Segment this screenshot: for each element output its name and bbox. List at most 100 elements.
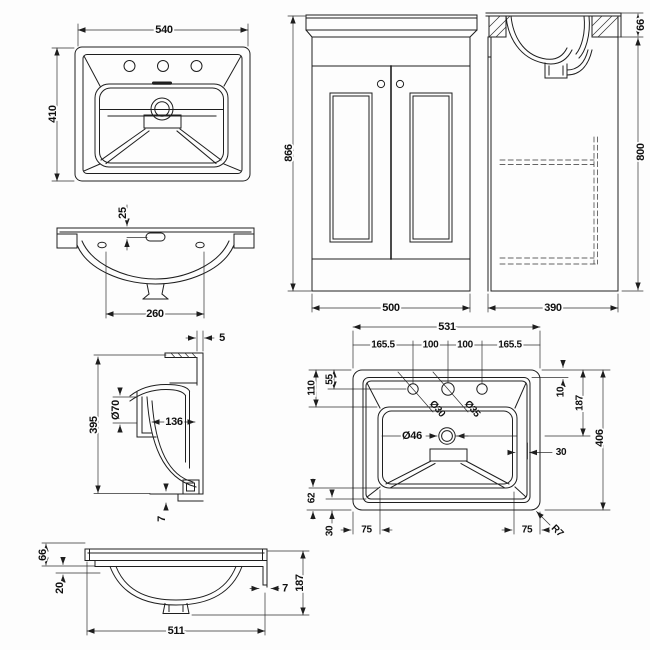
bowl-underside — [109, 565, 243, 606]
view-basin-section: 5 395 Ø70 136 7 — [86, 330, 227, 523]
dim-label: Ø46 — [402, 430, 422, 442]
dim-label: 75 — [522, 525, 533, 536]
bowl-inner — [99, 87, 224, 164]
dim-label: 500 — [382, 302, 400, 314]
rim-section — [164, 352, 204, 358]
dim-label: 100 — [423, 340, 440, 351]
waste-stub — [142, 283, 169, 300]
view-basin-front-section: 66 20 7 187 511 — [35, 542, 310, 639]
dim-label: Ø30 — [427, 399, 447, 420]
basin-rim-inner — [365, 380, 528, 500]
dim-label: 395 — [88, 416, 100, 434]
waste-hole — [150, 97, 174, 121]
view-basin-back: 25 260 — [56, 204, 255, 322]
dim-label: 10 — [556, 386, 567, 397]
bowl-slopes — [100, 128, 222, 165]
view-cabinet-front: 866 500 — [281, 14, 478, 316]
dim-label: 5 — [219, 332, 225, 344]
door-knob — [376, 79, 386, 89]
base-edge — [149, 493, 204, 502]
bowl-slopes — [385, 460, 510, 489]
basin-top-front — [305, 14, 478, 38]
bowl-underside-inner — [115, 565, 237, 601]
bowl-outline — [94, 83, 229, 168]
waste-stub — [544, 62, 568, 79]
dim-label: 260 — [146, 308, 164, 320]
waste-hole-inner — [154, 101, 170, 117]
dim-label: 511 — [168, 625, 185, 637]
basin-rim — [82, 54, 243, 174]
dim-label: 165.5 — [498, 340, 522, 351]
door-panel-right-inner — [412, 95, 450, 240]
extension-lines — [487, 12, 644, 313]
dim-label: 30 — [556, 447, 567, 458]
dim-label: 55 — [325, 374, 336, 385]
side-wall — [262, 560, 268, 588]
overflow-channel — [575, 15, 590, 59]
back-rim-cut — [591, 15, 619, 38]
view-basin-top: 540 410 — [45, 22, 251, 182]
dim-label: 66 — [635, 19, 647, 31]
dim-label: 406 — [594, 429, 606, 447]
dim-label: 75 — [361, 525, 372, 536]
tap-hole — [190, 60, 203, 72]
basin-outline — [74, 46, 251, 182]
dim-label: 800 — [635, 143, 647, 161]
extension-lines — [287, 15, 471, 313]
dim-label: Ø70 — [110, 400, 122, 420]
dim-label: 62 — [307, 492, 318, 503]
waste-boss — [136, 391, 157, 438]
waste-recess — [143, 114, 182, 129]
dim-label: 7 — [282, 583, 288, 595]
fixing-hole — [195, 241, 205, 249]
dim-label: 866 — [283, 144, 295, 162]
tap-hole — [441, 382, 455, 396]
dim-label: 66 — [37, 549, 49, 561]
dim-label: 100 — [457, 340, 474, 351]
view-cabinet-side: 66 800 390 — [485, 12, 649, 316]
extension-lines — [105, 237, 205, 319]
mounting-lug — [56, 233, 78, 249]
dim-label: 187 — [575, 394, 586, 411]
view-basin-plan-detail: 531 165.5 100 100 165.5 110 55 10 187 40… — [305, 319, 611, 541]
mounting-lug — [233, 233, 255, 249]
dim-label: 531 — [438, 321, 456, 333]
basin-top-edge — [56, 227, 255, 247]
dim-label: 25 — [117, 207, 129, 219]
carcass-outline — [311, 36, 471, 292]
dim-label: 165.5 — [371, 340, 395, 351]
back-wall — [169, 352, 204, 495]
tap-hole — [123, 60, 136, 72]
extension-lines — [51, 23, 249, 182]
door-knob — [395, 79, 405, 89]
bowl-underside — [76, 244, 235, 285]
bowl-inner — [382, 410, 513, 485]
fixing-hole — [97, 241, 107, 249]
foot-detail-inner — [186, 482, 195, 492]
waste-hole-inner — [441, 430, 453, 442]
back-rim-hatch — [591, 15, 619, 38]
bowl-outline — [377, 406, 518, 489]
basin-rim — [362, 377, 531, 503]
door-panel-left — [329, 92, 373, 243]
rim-hatch — [170, 352, 197, 358]
radius-leader — [536, 511, 551, 526]
dim-label: 110 — [307, 380, 318, 396]
bowl-section — [505, 15, 573, 65]
dim-label: 390 — [544, 302, 562, 314]
foot-detail — [182, 479, 200, 495]
dim-label: 20 — [54, 582, 66, 594]
dim-label: 136 — [165, 416, 183, 428]
dim-label: 410 — [47, 105, 59, 123]
hidden-shelf-lines — [499, 136, 598, 265]
door-panel-right — [409, 92, 453, 243]
waste-recess — [429, 448, 468, 462]
front-rim-cut — [488, 15, 507, 38]
bowl-profile — [146, 396, 197, 488]
hole-leaders — [381, 371, 518, 437]
bowl-underside-inner — [81, 240, 230, 280]
waste-hole — [438, 427, 456, 445]
extension-lines — [93, 330, 204, 494]
